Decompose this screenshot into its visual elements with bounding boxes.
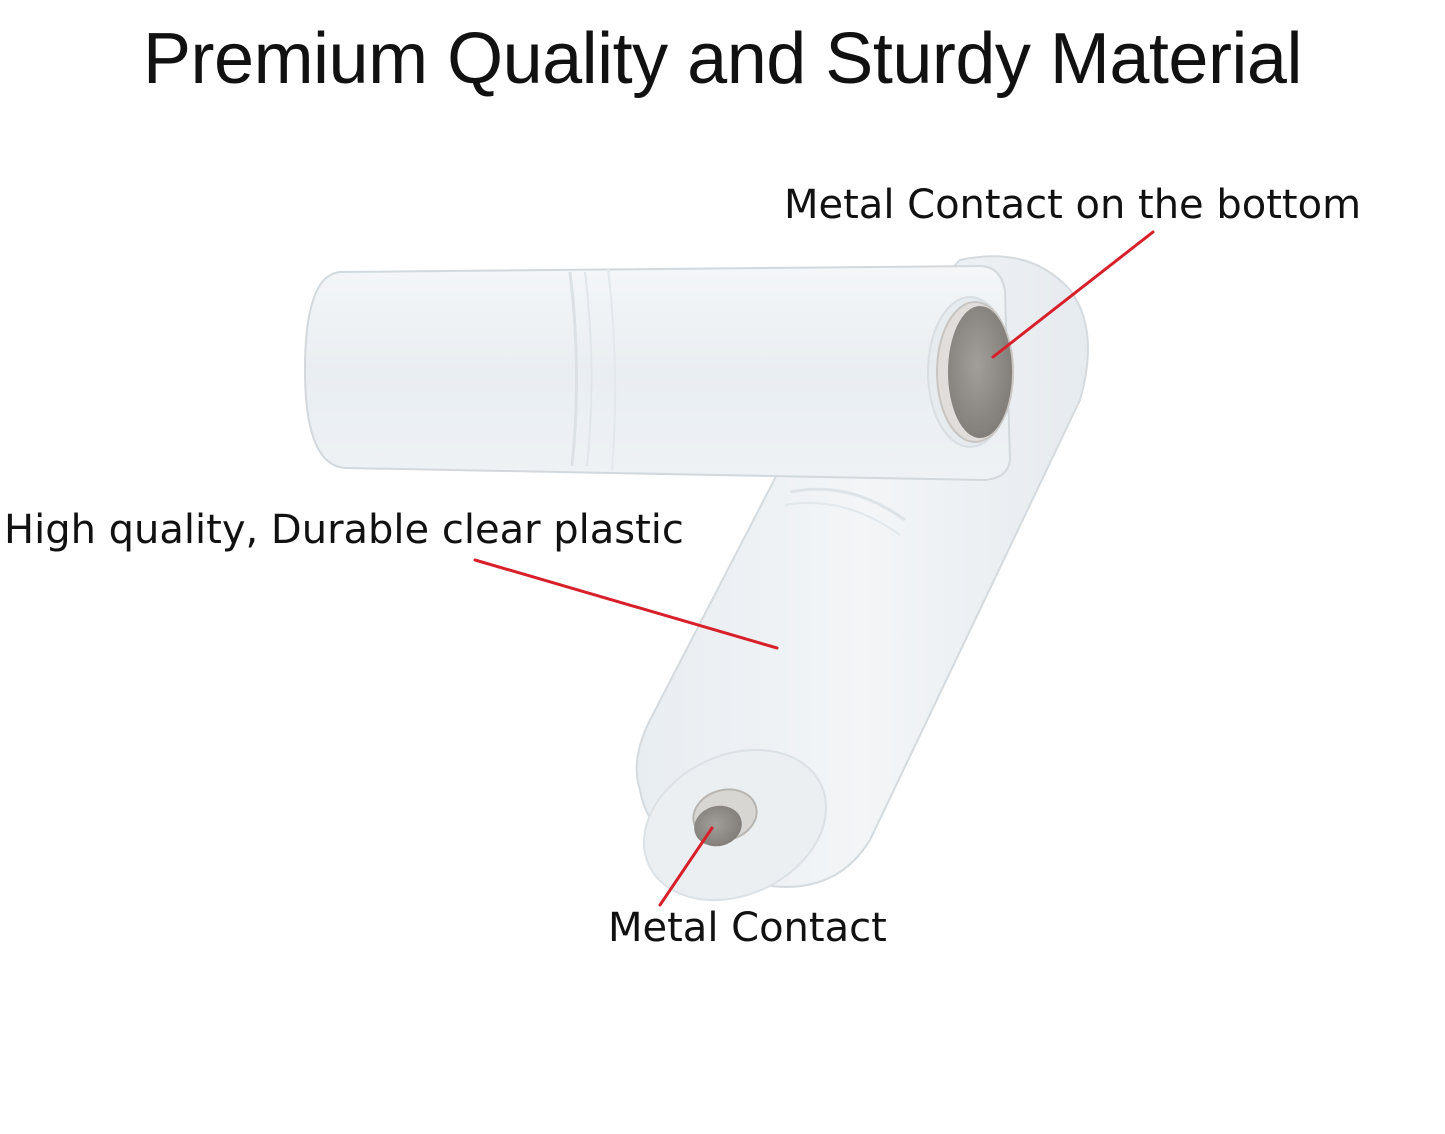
leader-line-plastic xyxy=(473,558,779,650)
callout-top-contact: Metal Contact xyxy=(608,905,887,951)
callout-plastic: High quality, Durable clear plastic xyxy=(4,507,684,553)
page-title: Premium Quality and Sturdy Material xyxy=(143,19,1302,99)
bottom-metal-contact xyxy=(948,306,1012,438)
leader-line-bottom-contact xyxy=(991,230,1155,359)
horizontal-adapter xyxy=(303,264,1014,482)
leader-line-top-contact xyxy=(658,826,714,907)
callout-bottom-contact: Metal Contact on the bottom xyxy=(784,182,1362,228)
